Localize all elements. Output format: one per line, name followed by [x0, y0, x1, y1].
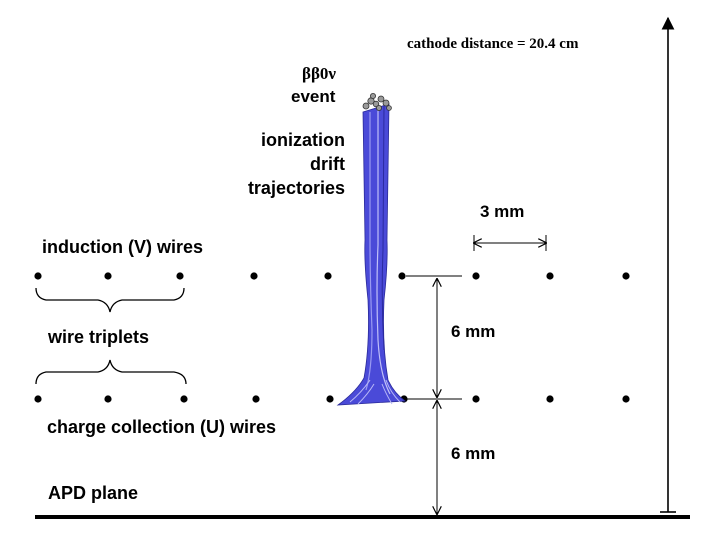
- wire-dot: [252, 395, 260, 403]
- spacing-label: 3 mm: [480, 202, 524, 221]
- wire-dot: [34, 395, 42, 403]
- wire-dot: [472, 395, 480, 403]
- wire-dot: [546, 272, 554, 280]
- drift-label-line2: drift: [310, 154, 345, 174]
- wire-dot: [250, 272, 258, 280]
- drift-label-line1: ionization: [261, 130, 345, 150]
- wire-dot: [104, 395, 112, 403]
- induction-wire-row: [34, 272, 630, 280]
- gap-upper-label: 6 mm: [451, 322, 495, 341]
- trajectory-column: [336, 103, 407, 406]
- trajectory-streak: [381, 105, 385, 351]
- event-label: event: [291, 87, 336, 106]
- induction-wires-label: induction (V) wires: [42, 237, 203, 257]
- apd-plane-label: APD plane: [48, 483, 138, 503]
- wire-dot: [180, 395, 188, 403]
- wire-dot: [472, 272, 480, 280]
- triplet-brace-upper: [35, 287, 185, 313]
- event-symbol-label: ββ0ν: [302, 64, 336, 83]
- wire-dot: [176, 272, 184, 280]
- wire-dot: [546, 395, 554, 403]
- wire-dot: [622, 272, 630, 280]
- collection-wire-row: [34, 395, 630, 403]
- drift-label-line3: trajectories: [248, 178, 345, 198]
- trajectory-streak: [365, 112, 373, 391]
- wire-dot: [398, 272, 406, 280]
- event-cluster: [362, 93, 392, 112]
- gap-lower-label: 6 mm: [451, 444, 495, 463]
- wire-dot: [104, 272, 112, 280]
- wire-dot: [34, 272, 42, 280]
- wire-dot: [622, 395, 630, 403]
- cathode-distance-label: cathode distance = 20.4 cm: [407, 36, 579, 52]
- triplet-brace-lower: [35, 359, 187, 385]
- wire-dot: [324, 272, 332, 280]
- wire-dot: [326, 395, 334, 403]
- collection-wires-label: charge collection (U) wires: [47, 417, 276, 437]
- drift-trajectories: [336, 93, 407, 406]
- trajectory-streak: [376, 108, 391, 395]
- trajectory-fan: [349, 379, 401, 405]
- wire-triplets-label: wire triplets: [47, 327, 149, 347]
